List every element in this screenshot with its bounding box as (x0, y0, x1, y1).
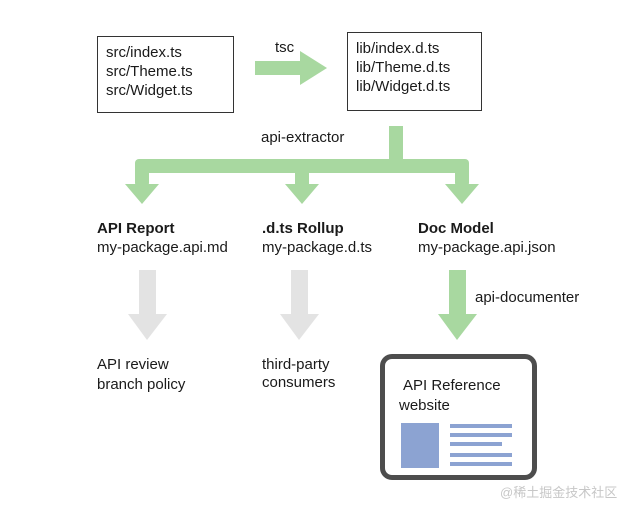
text-line-icon (450, 453, 512, 457)
report-consumer-line: branch policy (97, 376, 186, 393)
source-files-box: src/index.ts src/Theme.ts src/Widget.ts (97, 36, 234, 113)
source-file: src/Theme.ts (106, 63, 193, 80)
report-arrow (128, 270, 167, 340)
text-line-icon (450, 442, 502, 446)
source-file: src/index.ts (106, 44, 182, 61)
declaration-file: lib/index.d.ts (356, 40, 440, 57)
api-extractor-label: api-extractor (261, 129, 345, 146)
website-subtitle: website (399, 397, 450, 414)
watermark: @稀土掘金技术社区 (500, 485, 618, 500)
source-file: src/Widget.ts (106, 82, 193, 99)
tsc-label: tsc (275, 39, 295, 56)
website-title: API Reference (403, 377, 501, 394)
text-line-icon (450, 462, 512, 466)
dts-rollup-file: my-package.d.ts (262, 239, 373, 256)
text-line-icon (450, 433, 512, 437)
report-consumer-line: API review (97, 356, 169, 373)
api-documenter-arrow (438, 270, 477, 340)
rollup-arrow (280, 270, 319, 340)
website-card: API Reference website (380, 354, 537, 480)
declaration-file: lib/Widget.d.ts (356, 78, 451, 95)
rollup-consumer-line: consumers (262, 374, 336, 391)
doc-model-file: my-package.api.json (418, 239, 556, 256)
api-report-title: API Report (97, 220, 175, 237)
text-line-icon (450, 424, 512, 428)
api-documenter-label: api-documenter (475, 289, 580, 306)
api-report-file: my-package.api.md (97, 239, 228, 256)
dts-rollup-title: .d.ts Rollup (262, 220, 344, 237)
doc-model-title: Doc Model (418, 220, 494, 237)
tsc-arrow (255, 51, 327, 85)
api-extractor-arrow (125, 126, 479, 204)
declaration-file: lib/Theme.d.ts (356, 59, 451, 76)
declaration-files-box: lib/index.d.ts lib/Theme.d.ts lib/Widget… (347, 32, 482, 111)
rollup-consumer-line: third-party (262, 356, 330, 373)
image-placeholder-icon (401, 423, 439, 468)
